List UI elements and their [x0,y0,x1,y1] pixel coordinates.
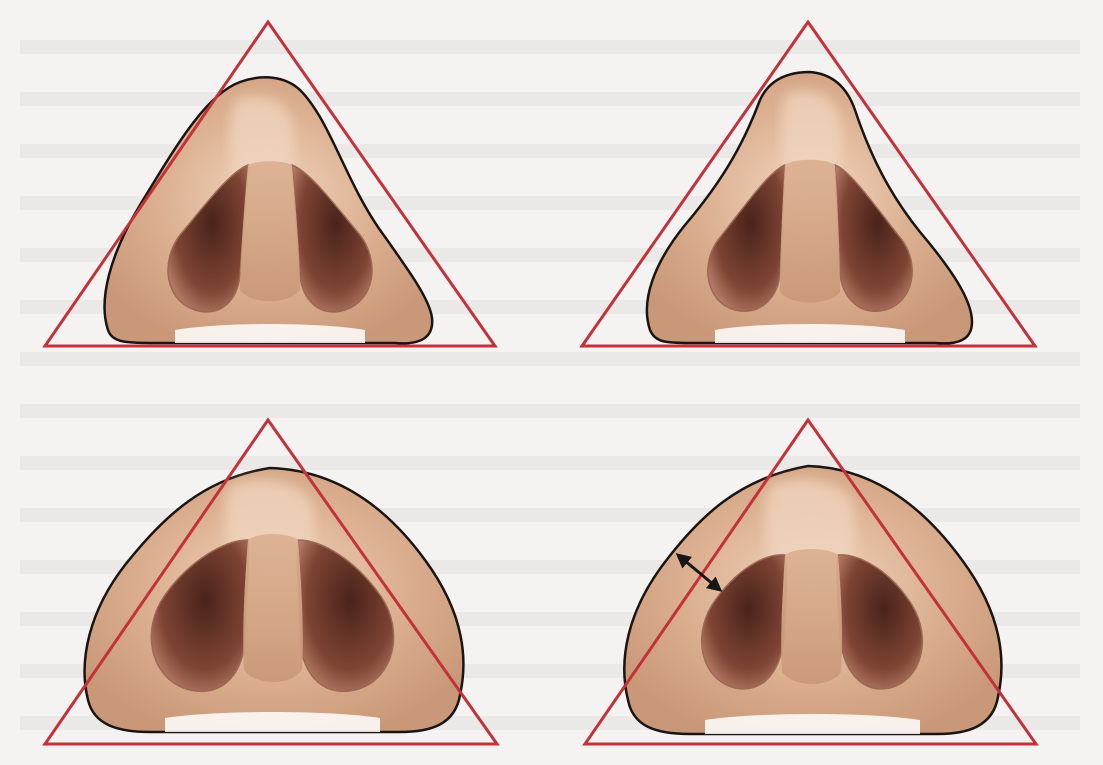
ghost-text-line [20,456,1080,470]
columella [240,161,300,301]
ghost-text-line [20,352,1080,366]
columella [243,534,303,682]
nose-base-shadow [175,324,365,343]
nose-base-shadow [165,712,380,732]
columella [780,160,840,303]
ghost-text-line [20,404,1080,418]
ghost-text-line [20,92,1080,106]
columella [781,549,842,684]
ghost-text-line [20,40,1080,54]
nose-panel-top-right [582,22,1035,346]
nose-panel-top-left [45,22,495,346]
nose-base-shadow [715,324,905,343]
nose-base-shadow [705,714,920,734]
